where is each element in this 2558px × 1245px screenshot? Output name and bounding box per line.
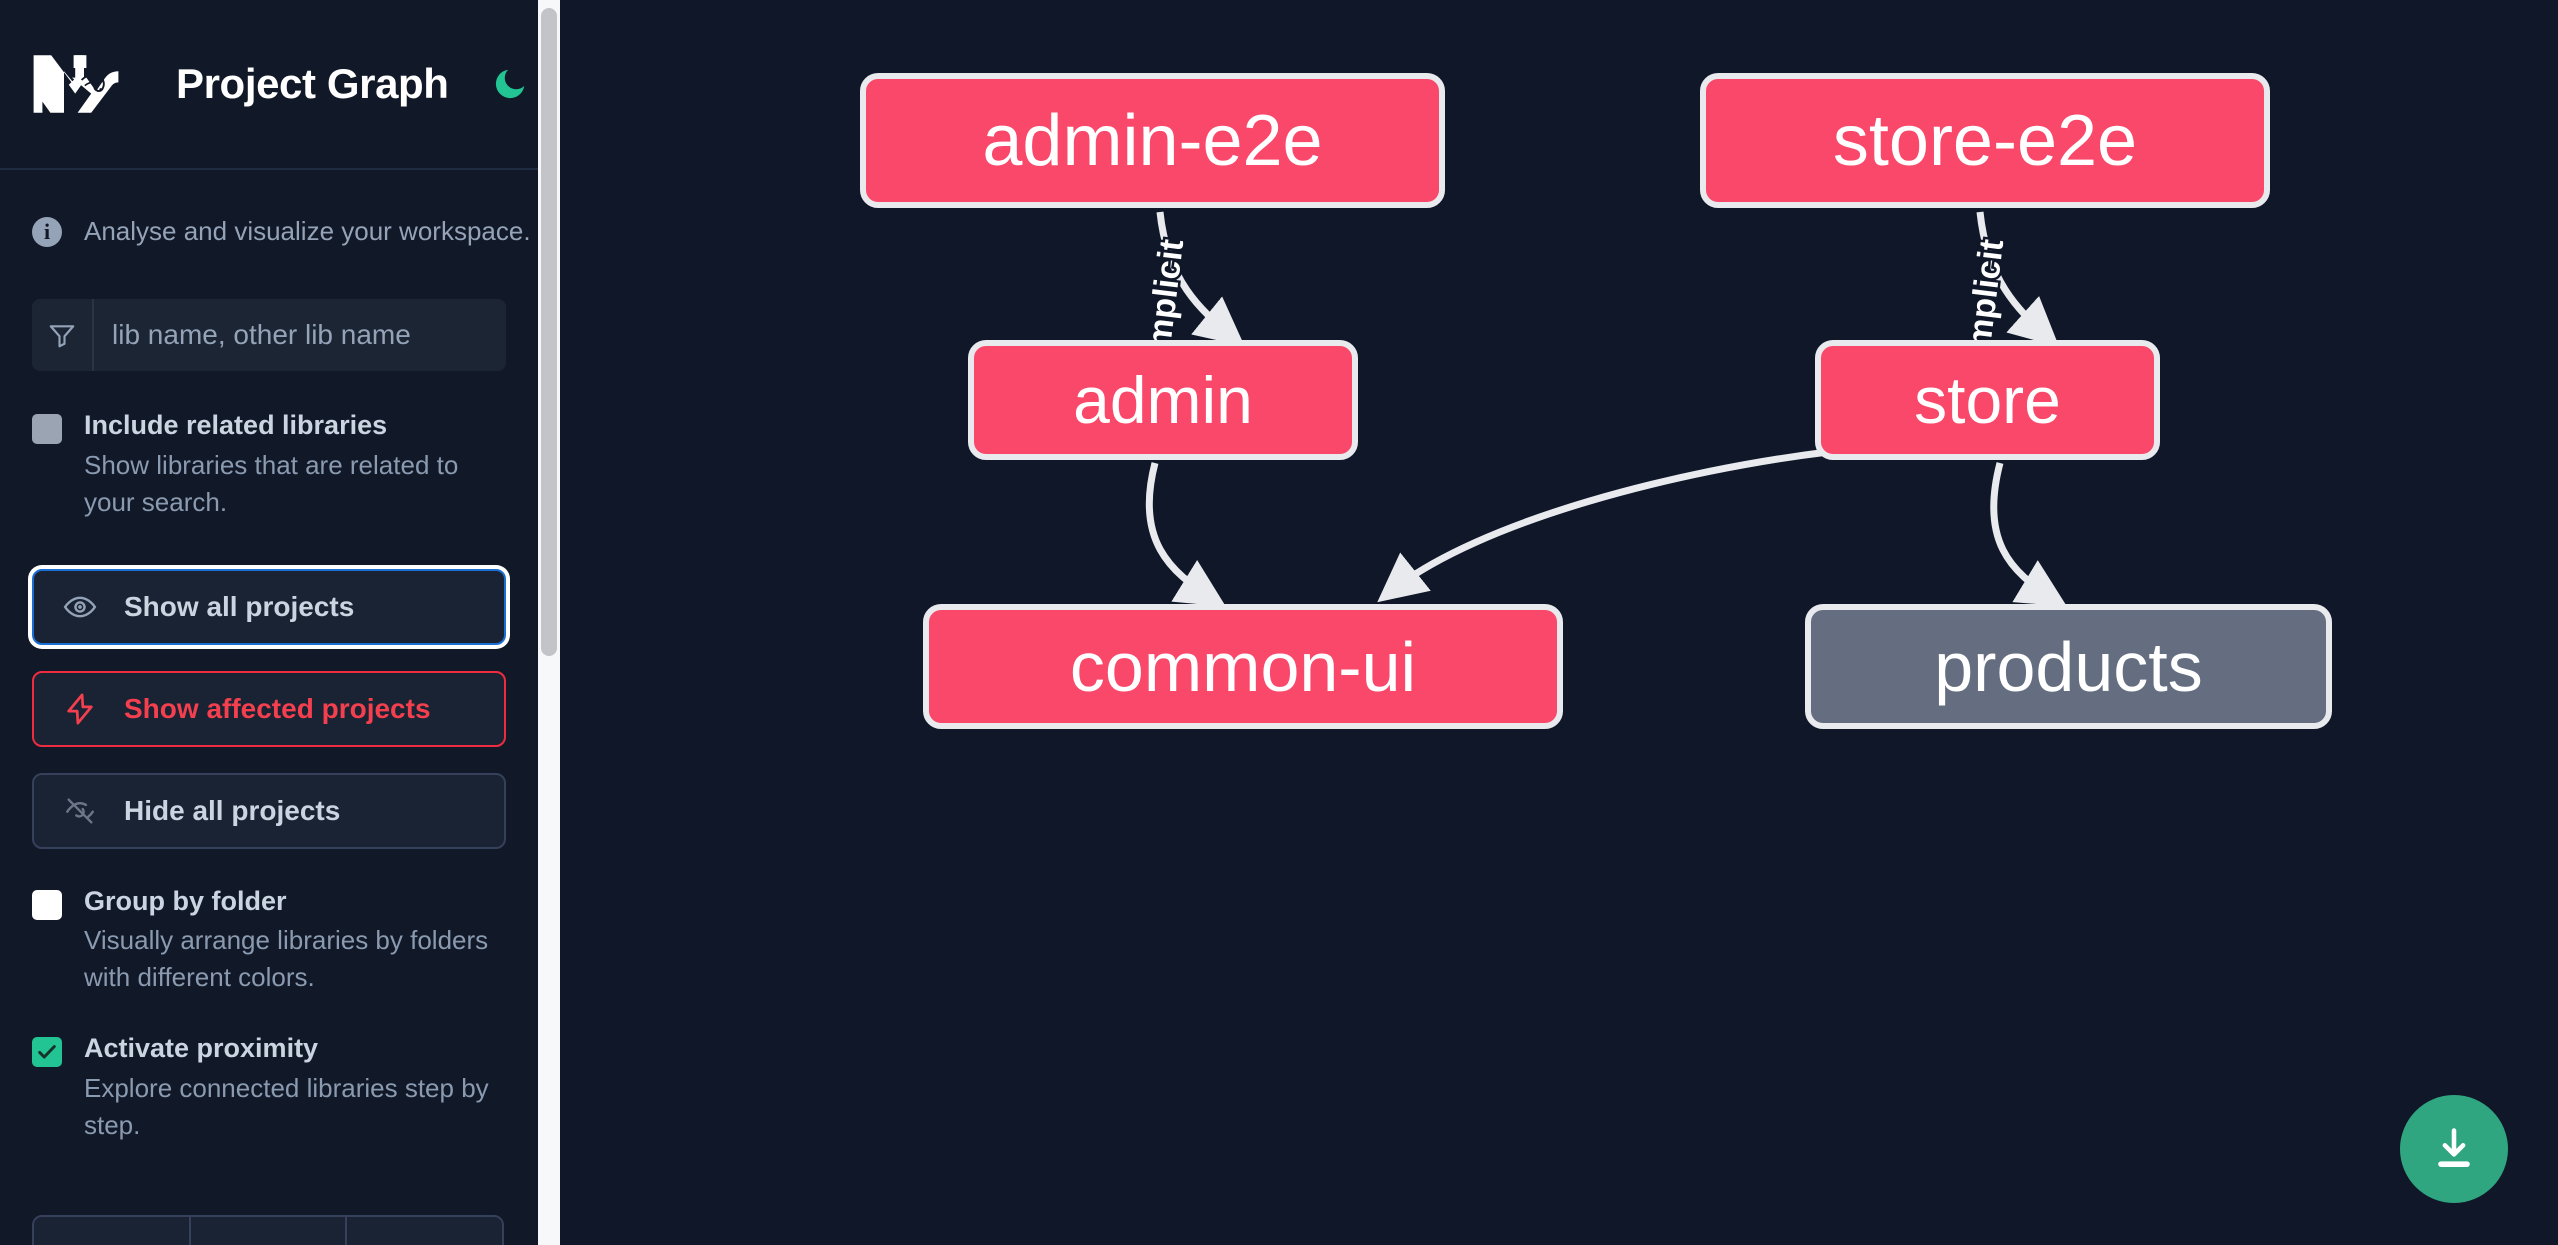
nx-logo-icon: [32, 53, 128, 115]
page-title: Project Graph: [176, 60, 449, 107]
node-label: store-e2e: [1832, 100, 2138, 181]
option-label: Include related libraries: [84, 410, 388, 440]
option-description: Visually arrange libraries by folders wi…: [84, 925, 489, 993]
edge-admin-e2e-to-admin: [1156, 211, 1245, 347]
option-include-related-libraries[interactable]: Include related libraries Show libraries…: [0, 409, 538, 521]
moon-icon[interactable]: [487, 61, 533, 107]
lightning-bolt-icon: [60, 689, 100, 729]
edge-store-to-products: [1990, 462, 2067, 607]
segment-option-2[interactable]: [190, 1217, 348, 1245]
node-label: admin: [1073, 363, 1253, 437]
button-label: Hide all projects: [124, 794, 341, 826]
checkbox-activate-proximity[interactable]: [32, 1037, 62, 1068]
option-description: Show libraries that are related to your …: [84, 449, 459, 517]
sidebar-header: Project Graph: [0, 0, 538, 170]
show-all-projects-button[interactable]: Show all projects: [32, 568, 506, 645]
download-image-button[interactable]: [2400, 1095, 2508, 1203]
eye-slash-icon: [60, 791, 100, 831]
graph-node-store-e2e[interactable]: store-e2e: [1700, 73, 2270, 208]
graph-canvas[interactable]: implicit implicit admin-e2e store-e2e ad…: [560, 0, 2558, 1245]
check-icon: [38, 1045, 56, 1059]
sidebar-scrollbar-track[interactable]: [538, 0, 560, 1245]
search-input[interactable]: [94, 299, 506, 371]
info-icon: i: [32, 216, 62, 247]
button-label: Show affected projects: [124, 692, 431, 724]
layout-segmented-control[interactable]: [32, 1215, 504, 1245]
checkbox-group-by-folder[interactable]: [32, 889, 62, 920]
edge-admin-to-common-ui: [1145, 462, 1226, 607]
node-label: common-ui: [1069, 627, 1417, 706]
edge-store-e2e-to-store: [1976, 211, 2060, 347]
graph-node-admin[interactable]: admin: [968, 340, 1358, 460]
tagline: i Analyse and visualize your workspace.: [0, 170, 538, 247]
download-icon: [2438, 1128, 2470, 1167]
eye-icon: [60, 587, 100, 627]
node-label: products: [1934, 627, 2203, 706]
show-affected-projects-button[interactable]: Show affected projects: [32, 670, 506, 747]
checkbox-include-related-libraries[interactable]: [32, 414, 62, 444]
graph-node-store[interactable]: store: [1815, 340, 2160, 460]
option-group-by-folder[interactable]: Group by folder Visually arrange librari…: [0, 885, 538, 997]
button-label: Show all projects: [124, 590, 355, 622]
graph-node-products[interactable]: products: [1805, 604, 2332, 729]
search-field[interactable]: [32, 299, 506, 371]
action-button-group: Show all projects Show affected projects: [0, 568, 538, 849]
segment-option-3[interactable]: [347, 1217, 502, 1245]
option-description: Explore connected libraries step by step…: [84, 1072, 489, 1140]
node-label: admin-e2e: [982, 100, 1323, 181]
option-activate-proximity[interactable]: Activate proximity Explore connected lib…: [0, 1032, 538, 1144]
node-label: store: [1914, 363, 2061, 437]
option-label: Group by folder: [84, 885, 287, 916]
sidebar: Project Graph i Analyse and visualize yo…: [0, 0, 560, 1245]
sidebar-scrollbar-thumb[interactable]: [541, 8, 557, 656]
tagline-text: Analyse and visualize your workspace.: [84, 216, 531, 246]
hide-all-projects-button[interactable]: Hide all projects: [32, 772, 506, 849]
filter-funnel-icon: [32, 299, 94, 371]
graph-node-common-ui[interactable]: common-ui: [923, 604, 1563, 729]
option-label: Activate proximity: [84, 1033, 319, 1064]
edge-store-to-common-ui: [1377, 448, 1829, 603]
segment-option-1[interactable]: [34, 1217, 191, 1245]
graph-node-admin-e2e[interactable]: admin-e2e: [860, 73, 1445, 208]
